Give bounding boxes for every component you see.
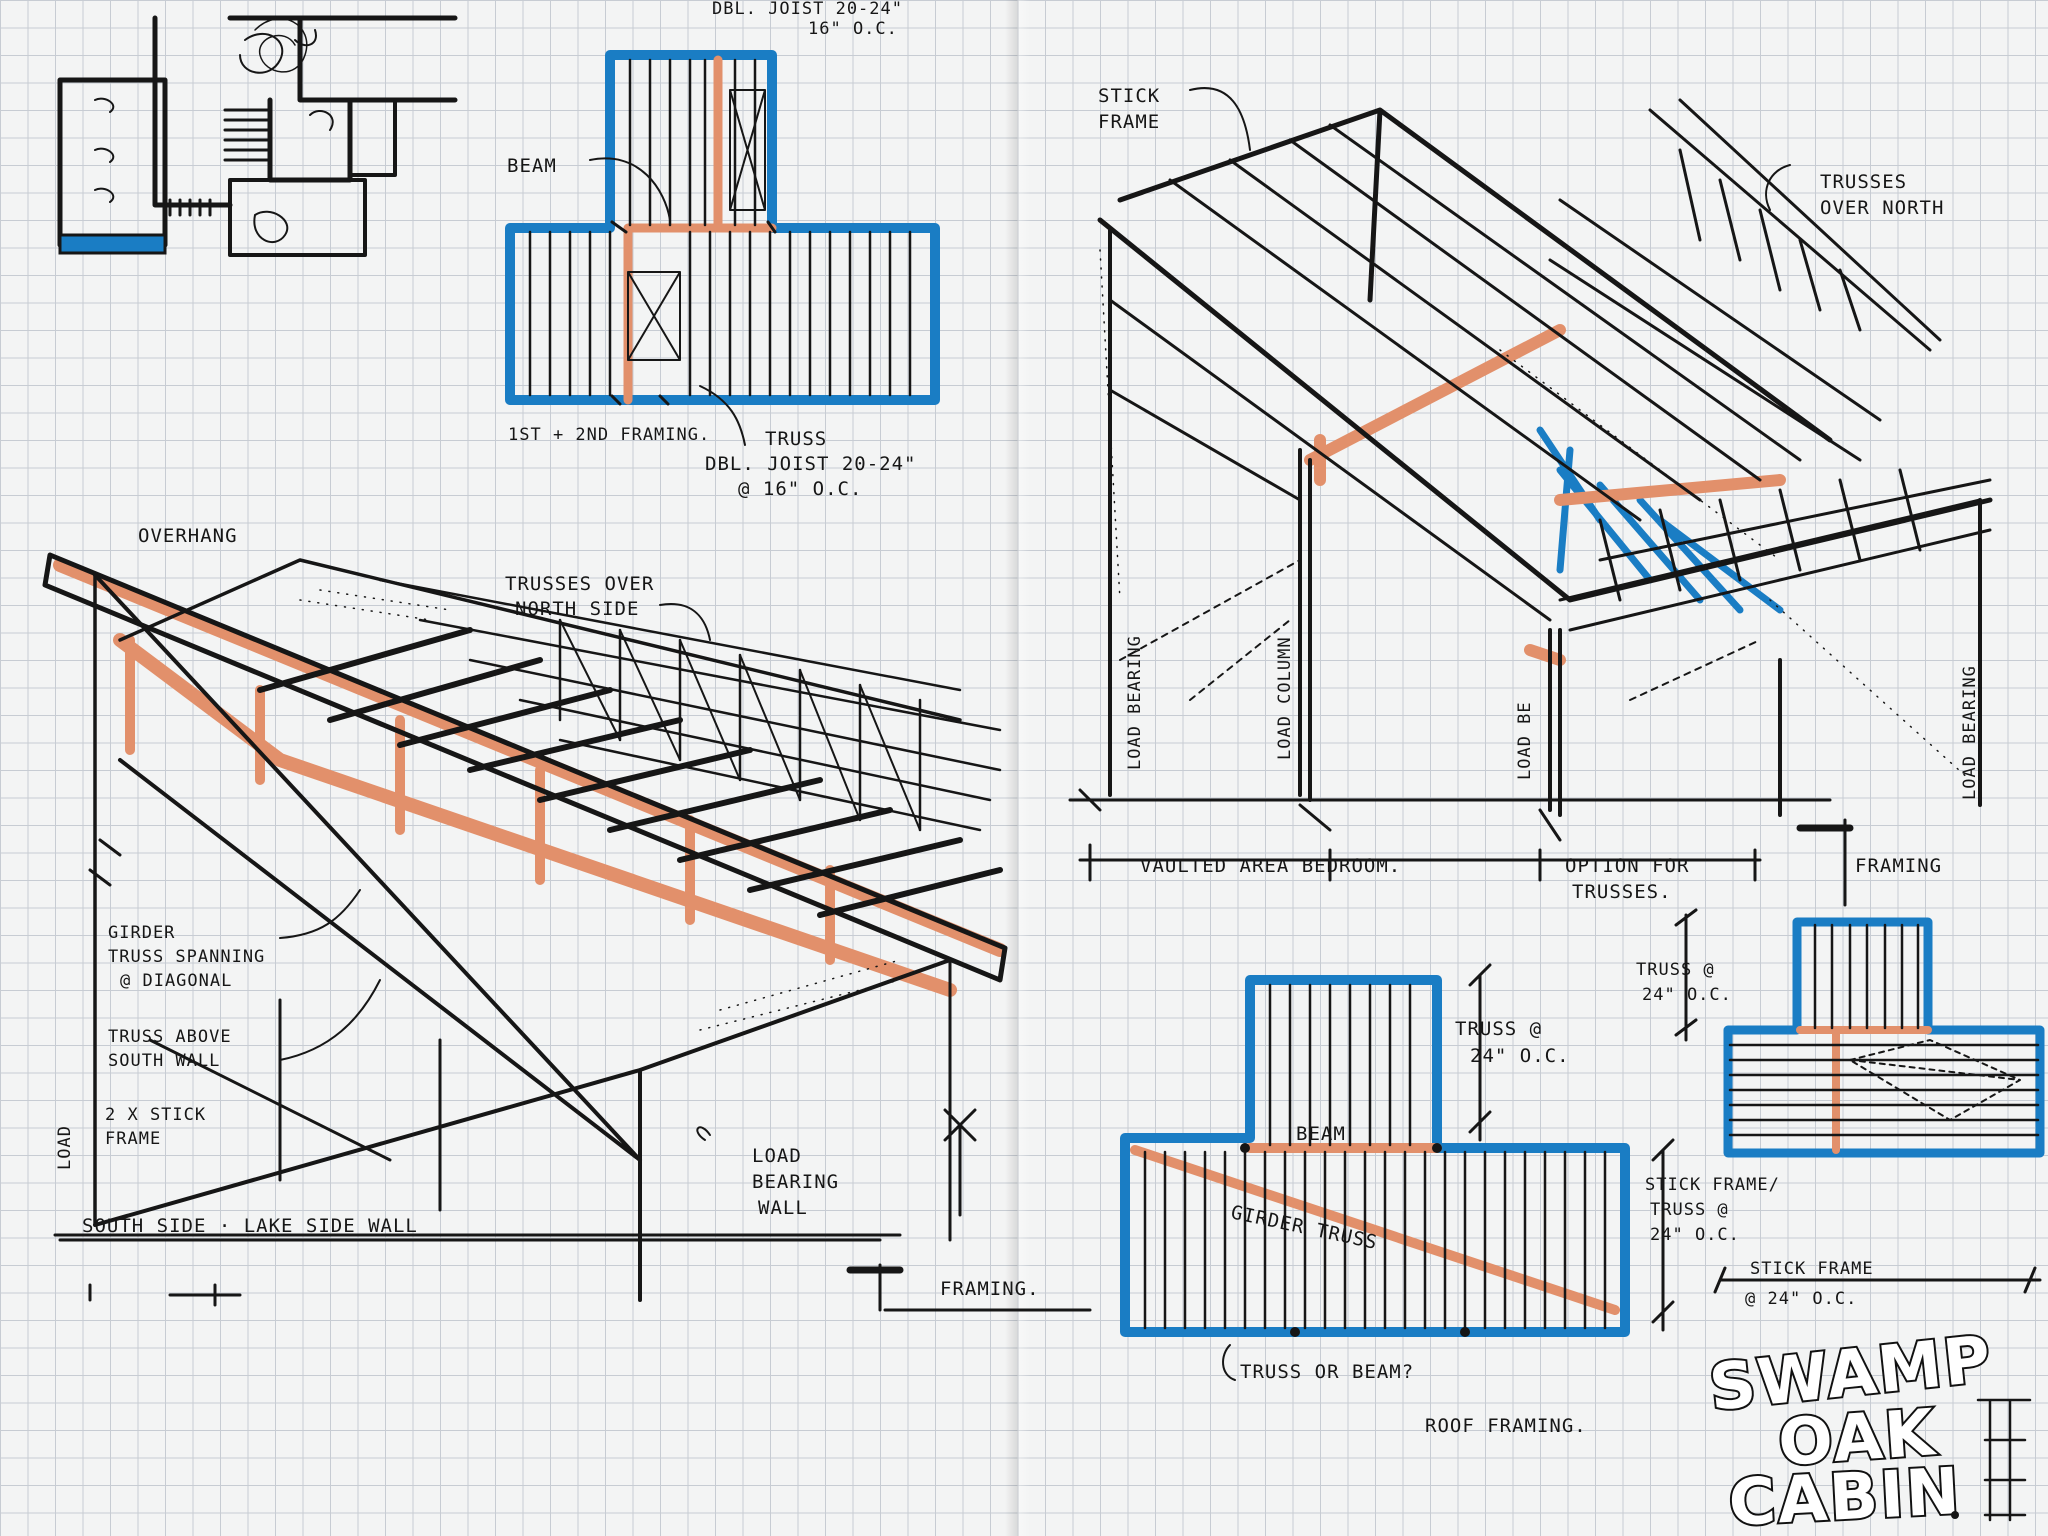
label-beam: BEAM bbox=[507, 155, 557, 177]
label-option-for-2: TRUSSES. bbox=[1572, 881, 1672, 903]
title-line-3: CABIN bbox=[1727, 1455, 1963, 1536]
label-load-column: LOAD COLUMN bbox=[1275, 636, 1295, 760]
label-trusses-north-1: TRUSSES bbox=[1820, 171, 1907, 193]
label-load-bearing-right: LOAD BEARING bbox=[1960, 665, 1980, 800]
label-dbl-joist-top-spacing: 16" O.C. bbox=[808, 19, 898, 39]
stick-frame-dimension bbox=[1713, 1266, 2042, 1294]
label-truss-or-beam: TRUSS OR BEAM? bbox=[1240, 1361, 1414, 1383]
label-stick-frame-bottom-2: @ 24" O.C. bbox=[1745, 1289, 1857, 1309]
label-girder-3: @ DIAGONAL bbox=[120, 971, 232, 991]
label-dbl-joist-spacing: @ 16" O.C. bbox=[738, 478, 862, 500]
label-framing-bottom: FRAMING. bbox=[940, 1278, 1040, 1300]
label-first-second-framing: 1ST + 2ND FRAMING. bbox=[508, 425, 710, 445]
label-truss-above-1: TRUSS ABOVE bbox=[108, 1027, 232, 1047]
label-trusses-over-north-1: TRUSSES OVER bbox=[505, 573, 654, 595]
girder-truss-perspective bbox=[42, 552, 1008, 1307]
label-stick-frame-1: 2 X STICK bbox=[105, 1105, 206, 1125]
label-truss: TRUSS bbox=[765, 428, 827, 450]
notebook-gutter bbox=[1005, 0, 1031, 1536]
label-stick-frame-right-3: 24" O.C. bbox=[1650, 1225, 1740, 1245]
label-framing-right: FRAMING bbox=[1855, 855, 1942, 877]
label-stick-frame-2: FRAME bbox=[105, 1129, 161, 1149]
label-load-1: LOAD bbox=[752, 1145, 802, 1167]
vaulted-bedroom-perspective bbox=[1068, 87, 1993, 907]
roof-framing-plan bbox=[1120, 963, 1675, 1381]
label-truss-24-plan-1: TRUSS @ bbox=[1455, 1018, 1542, 1040]
framing-symbol-bottom bbox=[846, 1263, 1092, 1312]
label-stick-frame-top-1: STICK bbox=[1098, 85, 1160, 107]
label-beam-plan: BEAM bbox=[1296, 1123, 1346, 1145]
label-trusses-north-2: OVER NORTH bbox=[1820, 197, 1944, 219]
label-truss-24-right-1: TRUSS @ bbox=[1636, 960, 1715, 980]
label-stick-frame-right-1: STICK FRAME/ bbox=[1645, 1175, 1780, 1195]
label-trusses-over-north-2: NORTH SIDE bbox=[515, 598, 639, 620]
label-girder-2: TRUSS SPANNING bbox=[108, 947, 265, 967]
label-girder-1: GIRDER bbox=[108, 923, 175, 943]
label-load-bearing-mid: LOAD BE bbox=[1515, 701, 1535, 780]
small-truss-plan bbox=[1674, 908, 2045, 1158]
label-roof-framing: ROOF FRAMING. bbox=[1425, 1415, 1587, 1437]
label-load-bearing-left: LOAD BEARING bbox=[1125, 635, 1145, 770]
label-dbl-joist-top: DBL. JOIST 20-24" bbox=[712, 0, 903, 19]
label-stick-frame-top-2: FRAME bbox=[1098, 111, 1160, 133]
label-stick-frame-bottom-1: STICK FRAME bbox=[1750, 1259, 1874, 1279]
label-truss-above-2: SOUTH WALL bbox=[108, 1051, 220, 1071]
label-option-for-1: OPTION FOR bbox=[1565, 855, 1689, 877]
title-line-2: OAK bbox=[1776, 1396, 1939, 1481]
label-vaulted-area: VAULTED AREA BEDROOM. bbox=[1140, 855, 1401, 877]
label-load-3: WALL bbox=[758, 1197, 808, 1219]
label-dbl-joist: DBL. JOIST 20-24" bbox=[705, 453, 916, 475]
label-truss-24-plan-2: 24" O.C. bbox=[1470, 1045, 1570, 1067]
label-load-left: LOAD bbox=[55, 1125, 75, 1170]
floor-framing-plan bbox=[505, 50, 940, 446]
label-load-2: BEARING bbox=[752, 1171, 839, 1193]
thumbnail-floor-plan bbox=[57, 15, 458, 257]
label-truss-24-right-2: 24" O.C. bbox=[1642, 985, 1732, 1005]
label-stick-frame-right-2: TRUSS @ bbox=[1650, 1200, 1729, 1220]
title-block: SWAMP OAK CABIN bbox=[1704, 1321, 2032, 1536]
label-overhang: OVERHANG bbox=[138, 525, 238, 547]
label-south-side-wall: SOUTH SIDE · LAKE SIDE WALL bbox=[82, 1215, 418, 1237]
